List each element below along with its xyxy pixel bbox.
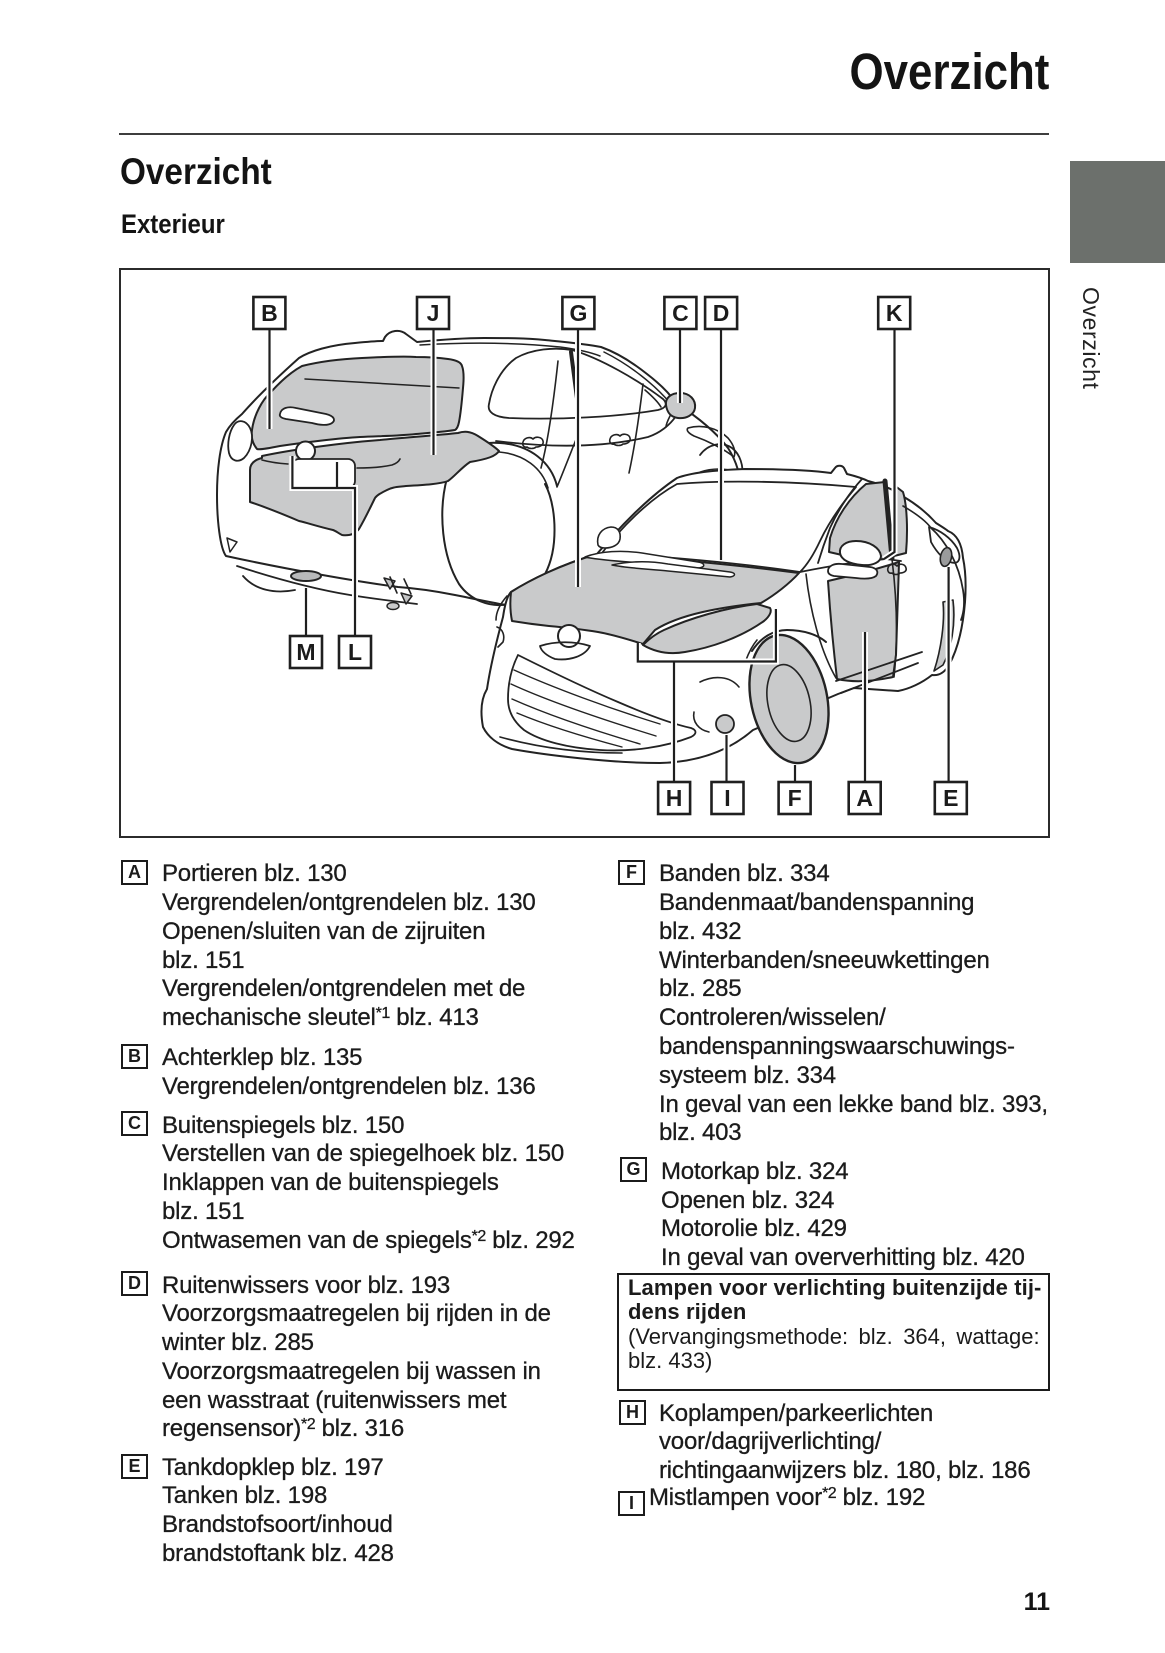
svg-text:H: H [666, 785, 683, 811]
svg-text:A: A [856, 785, 873, 811]
svg-text:B: B [261, 300, 278, 326]
svg-text:F: F [788, 785, 802, 811]
svg-text:J: J [427, 300, 440, 326]
svg-text:E: E [943, 785, 958, 811]
svg-text:G: G [569, 300, 587, 326]
svg-text:M: M [296, 639, 315, 665]
svg-text:C: C [672, 300, 689, 326]
svg-text:K: K [886, 300, 903, 326]
svg-text:I: I [724, 785, 730, 811]
svg-text:D: D [713, 300, 730, 326]
svg-text:L: L [348, 639, 362, 665]
